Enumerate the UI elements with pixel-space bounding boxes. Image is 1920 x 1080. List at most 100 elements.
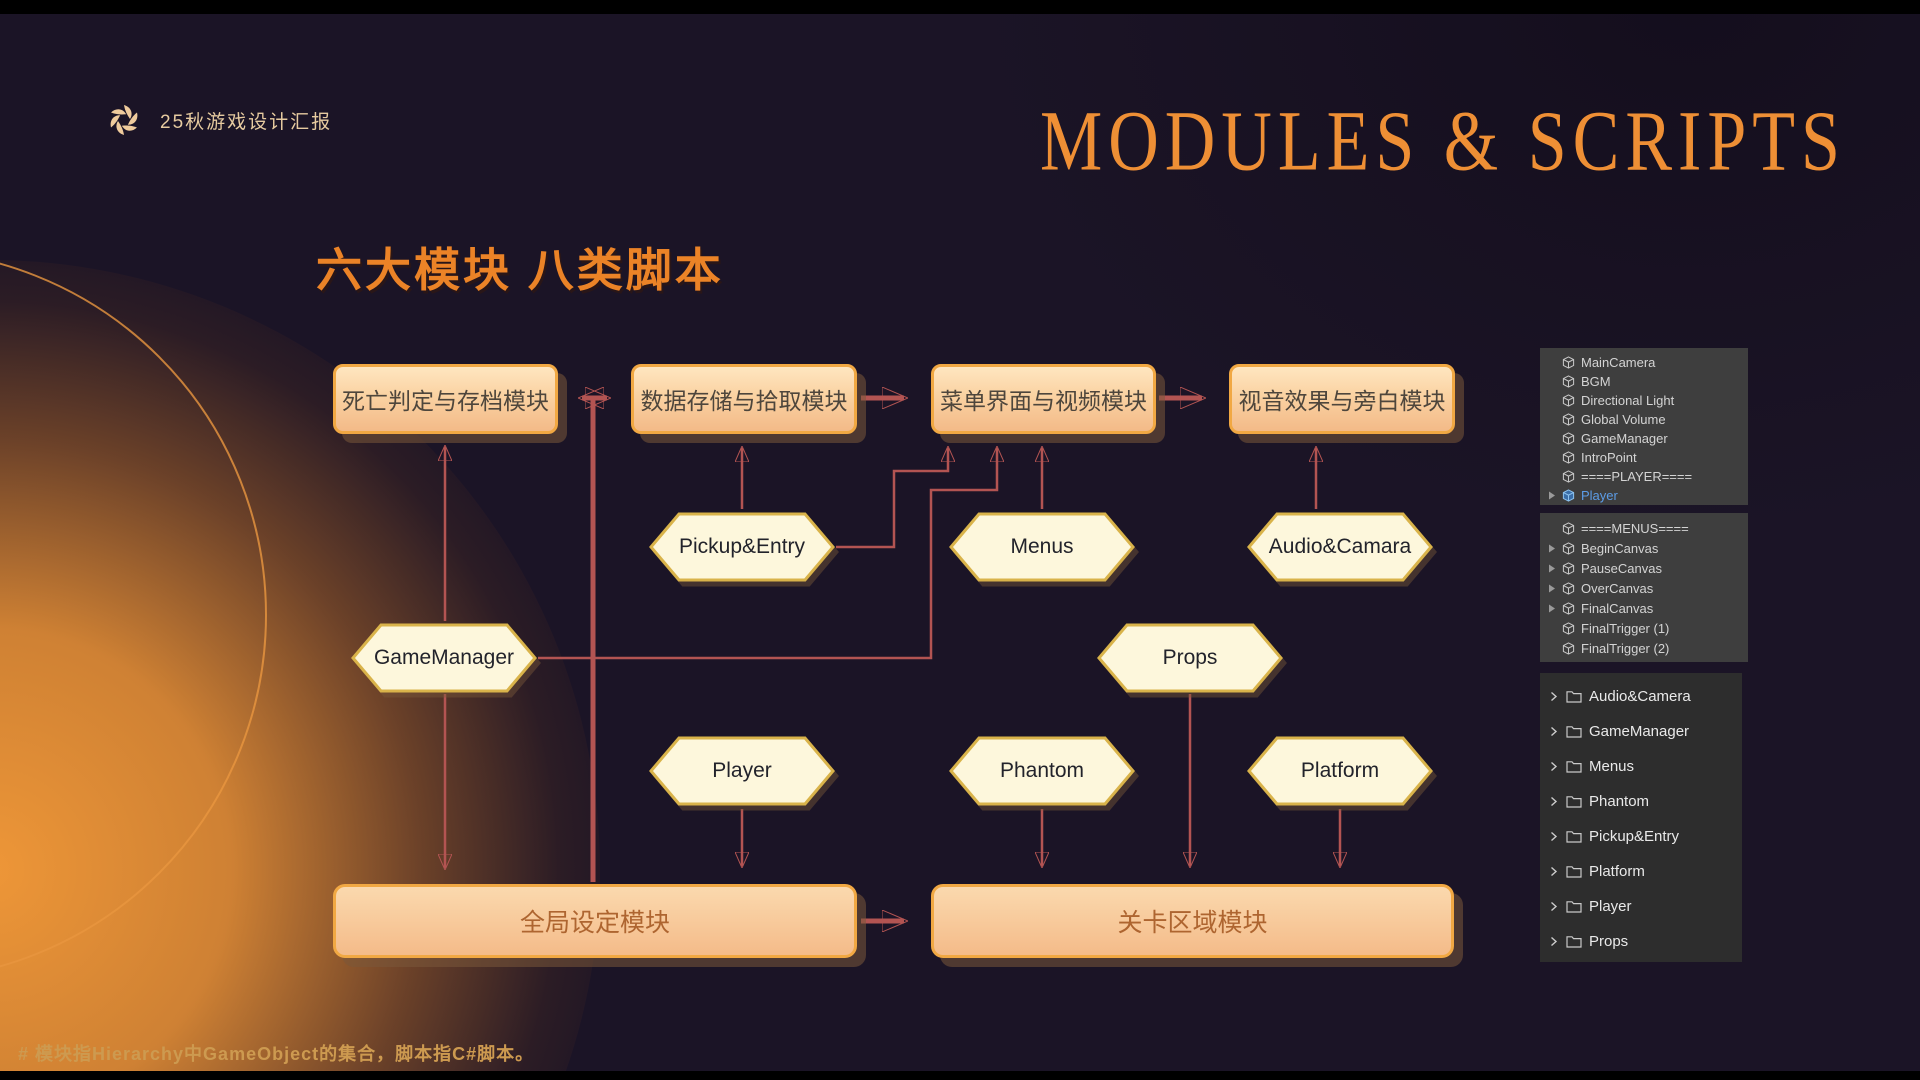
hierarchy-item-label: FinalCanvas: [1581, 600, 1654, 616]
hierarchy-item-overcanvas[interactable]: OverCanvas: [1540, 578, 1748, 598]
foldout-triangle-icon[interactable]: [1544, 604, 1560, 613]
bottom-letterbox-bar: [0, 1071, 1920, 1080]
script-label: Menus: [1010, 535, 1074, 558]
chevron-right-icon[interactable]: [1546, 796, 1562, 807]
cube-icon: [1560, 601, 1576, 615]
explorer-folder-props[interactable]: Props: [1540, 924, 1742, 959]
script-node-gamemanager: GameManager: [350, 622, 538, 694]
deck-title: 25秋游戏设计汇报: [160, 111, 333, 133]
hierarchy-item-player[interactable]: ====PLAYER====: [1540, 467, 1748, 486]
hierarchy-item-label: Player: [1581, 488, 1618, 503]
hierarchy-item-label: BeginCanvas: [1581, 540, 1659, 556]
explorer-folder-label: Audio&Camera: [1589, 688, 1691, 705]
module-node-av: 视音效果与旁白模块: [1229, 364, 1455, 434]
hierarchy-item-begincanvas[interactable]: BeginCanvas: [1540, 538, 1748, 558]
chevron-right-icon[interactable]: [1546, 831, 1562, 842]
folder-icon: [1566, 690, 1582, 703]
page-title: MODULES & SCRIPTS: [1039, 95, 1846, 190]
chevron-right-icon[interactable]: [1546, 936, 1562, 947]
explorer-folder-menus[interactable]: Menus: [1540, 749, 1742, 784]
script-label: Player: [712, 759, 772, 782]
hierarchy-item-finalcanvas[interactable]: FinalCanvas: [1540, 598, 1748, 618]
explorer-folder-player[interactable]: Player: [1540, 889, 1742, 924]
explorer-folder-gamemanager[interactable]: GameManager: [1540, 714, 1742, 749]
module-label: 视音效果与旁白模块: [1238, 388, 1446, 414]
script-node-player: Player: [648, 735, 836, 807]
hierarchy-item-label: PauseCanvas: [1581, 560, 1662, 576]
cube-icon: [1560, 356, 1576, 369]
cube-icon: [1560, 641, 1576, 655]
hierarchy-item-label: FinalTrigger (1): [1581, 620, 1670, 636]
footnote: # 模块指Hierarchy中GameObject的集合，脚本指C#脚本。: [18, 1044, 535, 1064]
hierarchy-item-player[interactable]: Player: [1540, 486, 1748, 505]
foldout-triangle-icon[interactable]: [1544, 491, 1560, 500]
explorer-folder-platform[interactable]: Platform: [1540, 854, 1742, 889]
explorer-folder-audio-camera[interactable]: Audio&Camera: [1540, 679, 1742, 714]
hierarchy-item-label: GameManager: [1581, 431, 1668, 446]
folder-icon: [1566, 900, 1582, 913]
hierarchy-item-bgm[interactable]: BGM: [1540, 372, 1748, 391]
explorer-folder-label: Menus: [1589, 758, 1635, 775]
hierarchy-item-intropoint[interactable]: IntroPoint: [1540, 448, 1748, 467]
chevron-right-icon[interactable]: [1546, 761, 1562, 772]
hierarchy-item-maincamera[interactable]: MainCamera: [1540, 353, 1748, 372]
module-node-level: 关卡区域模块: [931, 884, 1454, 958]
hierarchy-item-gamemanager[interactable]: GameManager: [1540, 429, 1748, 448]
hierarchy-item-label: BGM: [1581, 374, 1611, 389]
hierarchy-item-global-volume[interactable]: Global Volume: [1540, 410, 1748, 429]
chevron-right-icon[interactable]: [1546, 691, 1562, 702]
module-label: 全局设定模块: [519, 909, 670, 937]
explorer-folder-label: Props: [1589, 933, 1629, 950]
hierarchy-item-finaltrigger-1[interactable]: FinalTrigger (1): [1540, 618, 1748, 638]
slide-subtitle: 六大模块 八类脚本: [316, 244, 724, 296]
explorer-folder-pickup-entry[interactable]: Pickup&Entry: [1540, 819, 1742, 854]
top-letterbox-bar: [0, 0, 1920, 14]
module-label: 关卡区域模块: [1117, 909, 1268, 937]
hierarchy-item-finaltrigger-2[interactable]: FinalTrigger (2): [1540, 638, 1748, 658]
chevron-right-icon[interactable]: [1546, 866, 1562, 877]
module-node-menu: 菜单界面与视频模块: [931, 364, 1156, 434]
hierarchy-item-label: MainCamera: [1581, 355, 1656, 370]
cube-icon: [1560, 470, 1576, 483]
cube-icon: [1560, 521, 1576, 535]
header: 25秋游戏设计汇报: [104, 100, 332, 140]
cube-icon: [1560, 621, 1576, 635]
hierarchy-item-pausecanvas[interactable]: PauseCanvas: [1540, 558, 1748, 578]
foldout-triangle-icon[interactable]: [1544, 564, 1560, 573]
cube-icon: [1560, 375, 1576, 388]
edge-pickup-to-menu: [836, 448, 948, 549]
script-node-props: Props: [1096, 622, 1284, 694]
script-node-menus: Menus: [948, 511, 1136, 583]
aperture-logo-icon: [110, 105, 138, 135]
script-label: GameManager: [373, 646, 515, 669]
foldout-triangle-icon[interactable]: [1544, 544, 1560, 553]
folder-icon: [1566, 725, 1582, 738]
chevron-right-icon[interactable]: [1546, 901, 1562, 912]
explorer-folder-label: Phantom: [1589, 793, 1650, 810]
explorer-folder-label: Player: [1589, 898, 1632, 915]
script-node-audio-camara: Audio&Camara: [1246, 511, 1434, 583]
module-label: 数据存储与拾取模块: [640, 388, 848, 414]
script-label: Platform: [1300, 759, 1380, 782]
cube-icon: [1560, 541, 1576, 555]
cube-icon: [1560, 432, 1576, 445]
cube-icon: [1560, 451, 1576, 464]
hierarchy-item-label: Directional Light: [1581, 393, 1675, 408]
folder-icon: [1566, 865, 1582, 878]
explorer-folder-phantom[interactable]: Phantom: [1540, 784, 1742, 819]
hierarchy-item-menus[interactable]: ====MENUS====: [1540, 518, 1748, 538]
foldout-triangle-icon[interactable]: [1544, 584, 1560, 593]
hierarchy-item-directional-light[interactable]: Directional Light: [1540, 391, 1748, 410]
chevron-right-icon[interactable]: [1546, 726, 1562, 737]
script-label: Props: [1162, 646, 1218, 669]
explorer-folder-label: Platform: [1589, 863, 1645, 880]
cube-icon: [1560, 394, 1576, 407]
cube-icon: [1560, 413, 1576, 426]
cube-icon: [1560, 581, 1576, 595]
hierarchy-item-label: ====PLAYER====: [1581, 469, 1693, 484]
explorer-folder-label: GameManager: [1589, 723, 1690, 740]
